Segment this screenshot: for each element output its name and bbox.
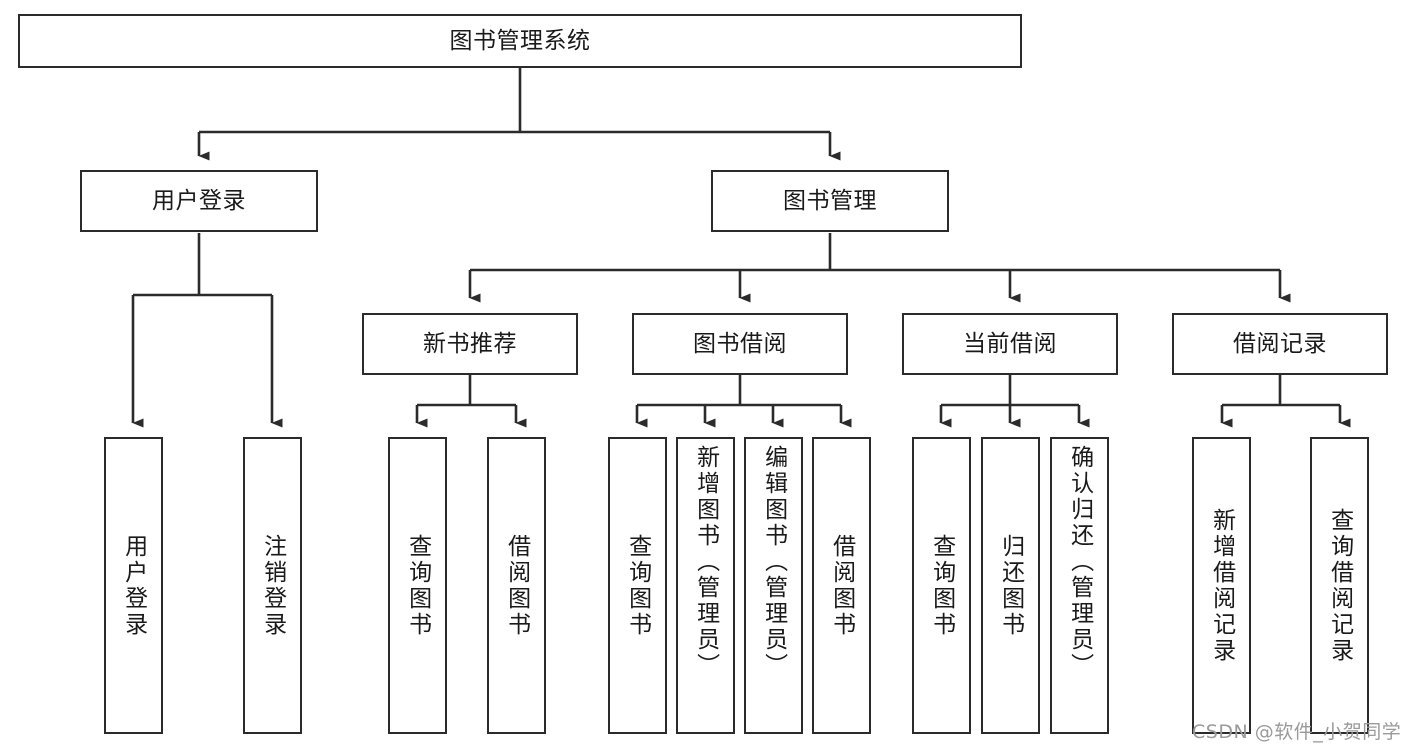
node-label: 借阅图书 bbox=[503, 533, 530, 638]
leaf-borrow-record-query-record[interactable]: 查询借阅记录 bbox=[1310, 437, 1369, 734]
csdn-watermark: CSDN @软件_小贺同学 bbox=[1192, 721, 1402, 743]
node-label: 查询图书 bbox=[404, 533, 431, 638]
node-label: 编辑图书（管理员） bbox=[760, 445, 787, 679]
node-label: 借阅记录 bbox=[1233, 330, 1327, 357]
leaf-user-login-sign-out[interactable]: 注销登录 bbox=[243, 437, 302, 734]
leaf-current-borrow-confirm-return-admin[interactable]: 确认归还（管理员） bbox=[1050, 437, 1109, 734]
leaf-new-book-query-books[interactable]: 查询图书 bbox=[388, 437, 447, 734]
node-root-book-management-system[interactable]: 图书管理系统 bbox=[18, 14, 1022, 68]
leaf-borrow-record-add-record[interactable]: 新增借阅记录 bbox=[1192, 437, 1251, 734]
node-label: 归还图书 bbox=[997, 533, 1024, 638]
node-book-management[interactable]: 图书管理 bbox=[711, 170, 949, 232]
leaf-book-borrow-add-book-admin[interactable]: 新增图书（管理员） bbox=[676, 437, 735, 734]
node-label: 查询图书 bbox=[928, 533, 955, 638]
leaf-current-borrow-query-books[interactable]: 查询图书 bbox=[912, 437, 971, 734]
node-user-login[interactable]: 用户登录 bbox=[80, 170, 318, 232]
leaf-user-login-sign-in[interactable]: 用户登录 bbox=[104, 437, 163, 734]
node-book-borrowing[interactable]: 图书借阅 bbox=[632, 313, 848, 375]
leaf-book-borrow-query-books[interactable]: 查询图书 bbox=[608, 437, 667, 734]
leaf-current-borrow-return-books[interactable]: 归还图书 bbox=[981, 437, 1040, 734]
node-borrowing-records[interactable]: 借阅记录 bbox=[1172, 313, 1388, 375]
node-label: 查询图书 bbox=[624, 533, 651, 638]
leaf-new-book-borrow-books[interactable]: 借阅图书 bbox=[487, 437, 546, 734]
node-label: 确认归还（管理员） bbox=[1066, 445, 1093, 679]
node-new-book-recommendation[interactable]: 新书推荐 bbox=[362, 313, 578, 375]
node-label: 图书管理系统 bbox=[449, 27, 591, 54]
node-label: 用户登录 bbox=[152, 187, 246, 214]
node-label: 当前借阅 bbox=[963, 330, 1057, 357]
leaf-book-borrow-edit-book-admin[interactable]: 编辑图书（管理员） bbox=[744, 437, 803, 734]
node-label: 注销登录 bbox=[259, 533, 286, 638]
node-label: 图书借阅 bbox=[693, 330, 787, 357]
node-label: 新增借阅记录 bbox=[1208, 507, 1235, 664]
leaf-book-borrow-borrow-books[interactable]: 借阅图书 bbox=[812, 437, 871, 734]
node-current-borrowing[interactable]: 当前借阅 bbox=[902, 313, 1118, 375]
node-label: 用户登录 bbox=[120, 533, 147, 638]
node-label: 查询借阅记录 bbox=[1326, 507, 1353, 664]
node-label: 图书管理 bbox=[783, 187, 877, 214]
node-label: 新增图书（管理员） bbox=[692, 445, 719, 679]
node-label: 借阅图书 bbox=[828, 533, 855, 638]
node-label: 新书推荐 bbox=[423, 330, 517, 357]
